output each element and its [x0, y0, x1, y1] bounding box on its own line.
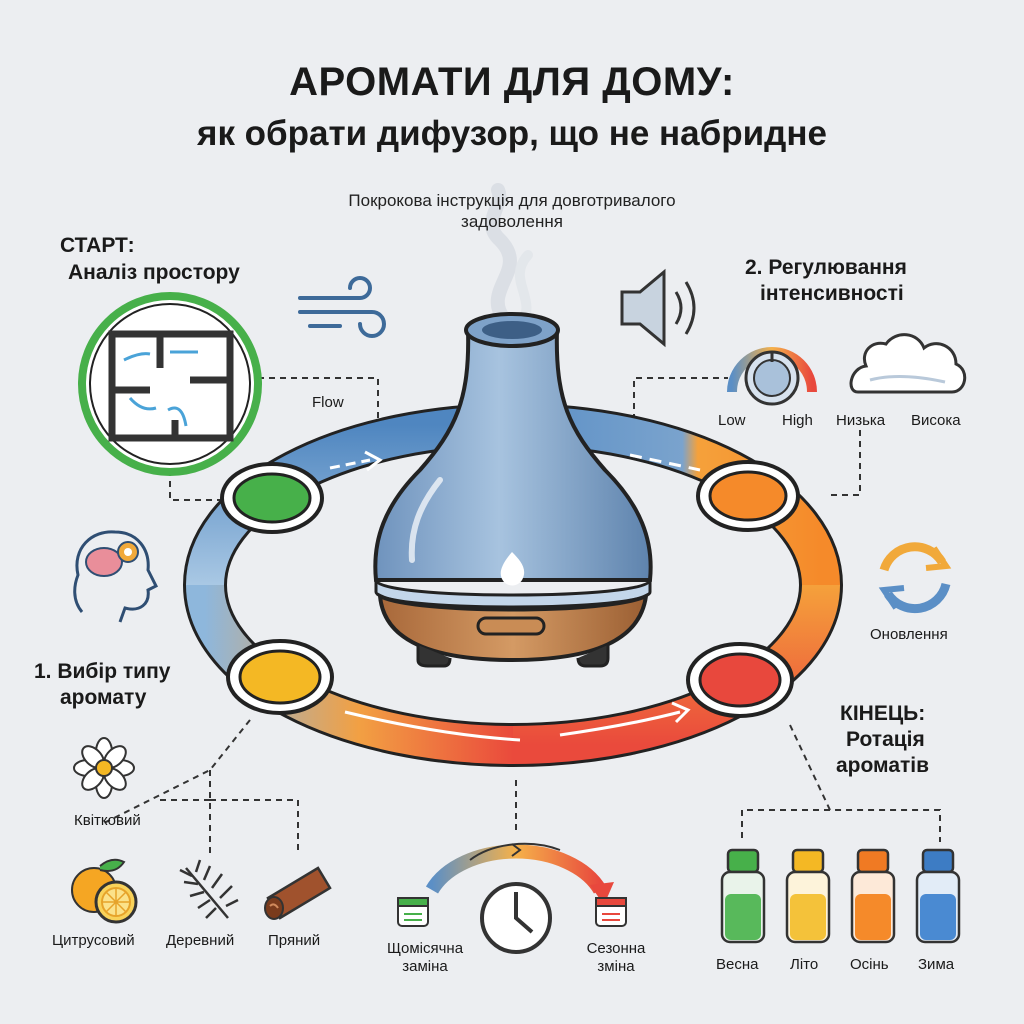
head-brain-icon	[73, 530, 159, 623]
bottle-autumn-icon	[850, 848, 896, 944]
end-heading-line1: КІНЕЦЬ:	[840, 702, 926, 725]
connector-start-to-node	[169, 470, 225, 501]
end-heading-line3: ароматів	[836, 754, 930, 777]
cloud-icon	[849, 333, 967, 394]
end-heading-line2: Ротація	[846, 728, 925, 751]
flow-arrow	[671, 701, 691, 724]
step1-heading-line1: 1. Вибір типу	[34, 660, 171, 683]
wind-icon	[298, 276, 386, 338]
cloud-high-label: Висока	[911, 412, 961, 429]
ring-node-green	[220, 462, 324, 534]
page-title: АРОМАТИ ДЛЯ ДОМУ:	[289, 60, 735, 104]
flow-arrow	[329, 458, 371, 470]
start-heading-line2: Аналіз простору	[68, 261, 240, 284]
type-spicy-label: Пряний	[268, 932, 321, 949]
dial-low-label: Low	[718, 412, 746, 429]
diffuser-illustration	[373, 183, 653, 668]
step2-heading-line1: 2. Регулювання	[745, 256, 907, 279]
step1-heading-line2: аромату	[60, 686, 147, 709]
clock-icon	[480, 882, 552, 954]
season-summer-label: Літо	[790, 956, 819, 973]
connector-cloud-to-node	[830, 430, 861, 496]
connector-ring-to-dial	[633, 377, 728, 420]
cinnamon-stick-icon	[264, 866, 332, 920]
connector-step1-floral	[99, 719, 251, 826]
steam-icon	[485, 183, 517, 327]
floor-plan-icon	[78, 292, 262, 476]
dial-high-label: High	[782, 412, 813, 429]
cloud-low-label: Низька	[836, 412, 886, 429]
bottle-winter-icon	[915, 848, 961, 944]
ring-node-orange	[696, 460, 800, 532]
dashed-connectors	[99, 377, 941, 858]
connector-end-right	[789, 724, 941, 842]
season-autumn-label: Осінь	[850, 956, 889, 973]
bottle-summer-icon	[785, 848, 831, 944]
type-citrus-label: Цитрусовий	[52, 932, 135, 949]
season-winter-label: Зима	[918, 956, 955, 973]
start-heading-line1: СТАРТ:	[60, 234, 135, 257]
ring-node-yellow	[226, 639, 334, 715]
ring-node-red	[686, 642, 794, 718]
type-wood-label: Деревний	[166, 932, 235, 949]
seasonal-label-line2: зміна	[597, 958, 635, 975]
calendar-icon	[397, 897, 429, 927]
pine-branch-icon	[179, 859, 239, 919]
season-spring-label: Весна	[716, 956, 759, 973]
monthly-label-line2: заміна	[402, 958, 448, 975]
refresh-icon	[878, 542, 952, 614]
calendar-seasonal-icon	[595, 897, 627, 927]
water-drop-icon	[500, 552, 525, 586]
seasonal-label-line1: Сезонна	[586, 940, 646, 957]
type-floral-label: Квітковий	[74, 812, 141, 829]
intensity-dial-icon	[727, 347, 817, 406]
refresh-label: Оновлення	[870, 626, 948, 643]
connector-start-to-ring	[258, 377, 379, 430]
cycle-arc	[425, 842, 614, 905]
intro-text: Покрокова інструкція для довготривалого …	[348, 191, 676, 231]
orange-citrus-icon	[71, 858, 138, 924]
monthly-label-line1: Щомісячна	[386, 940, 464, 957]
flow-label: Flow	[312, 394, 344, 411]
diffuser-button	[476, 616, 546, 636]
connector-step1-spicy	[210, 799, 299, 850]
page-subtitle-title: як обрати дифузор, що не набридне	[197, 114, 827, 153]
speaker-icon	[620, 268, 696, 348]
flower-icon	[73, 737, 135, 799]
bottle-spring-icon	[720, 848, 766, 944]
step2-heading-line2: інтенсивності	[760, 282, 904, 305]
connector-end-left	[741, 809, 830, 842]
